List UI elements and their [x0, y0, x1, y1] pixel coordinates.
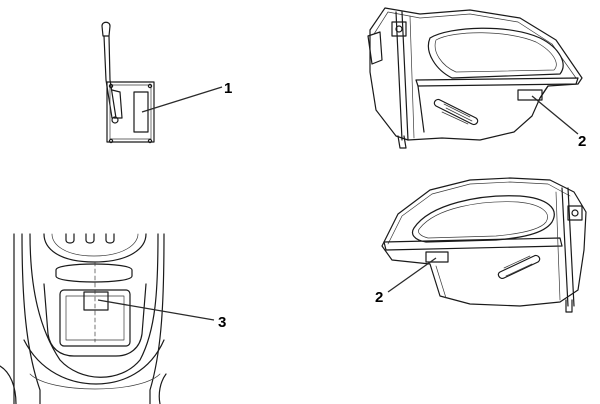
- cowl-arch: [43, 233, 147, 263]
- cowl-slot: [65, 233, 75, 244]
- lever-plate-detail: [101, 21, 155, 144]
- decal-area: [83, 291, 109, 311]
- cowl-outer-right: [149, 233, 165, 404]
- vent-rib: [441, 111, 469, 125]
- decal-area: [425, 251, 449, 263]
- lever-grip: [101, 21, 111, 37]
- bag-window-inner: [418, 201, 548, 239]
- decal-area: [517, 89, 543, 101]
- leader-line-2-bottom: [387, 257, 437, 293]
- callout-1: 1: [224, 80, 232, 97]
- leader-line-3: [97, 299, 215, 321]
- callout-3: 3: [218, 314, 226, 331]
- bag-outline: [381, 177, 587, 307]
- mount-hole: [147, 138, 153, 144]
- pivot-bolt: [111, 116, 119, 124]
- vent-rib: [505, 263, 533, 277]
- bag-side: [417, 85, 549, 133]
- vent-rib: [445, 107, 473, 122]
- support-leg: [565, 299, 573, 313]
- cowl-panel-outer: [43, 283, 147, 357]
- bag-top-edge: [373, 11, 577, 79]
- cowl-oval: [55, 263, 133, 283]
- cowl-outer-left: [21, 233, 41, 404]
- clamp-knob: [395, 25, 403, 33]
- frame-bar: [395, 11, 409, 141]
- mount-hole: [147, 83, 153, 89]
- bag-top-edge: [387, 181, 571, 245]
- vent-slot: [497, 254, 541, 279]
- bag-window-inner: [434, 32, 557, 73]
- rear-cowl-detail: [0, 233, 167, 404]
- callout-2-top: 2: [578, 133, 586, 150]
- cowl-bottom-edge: [29, 373, 161, 390]
- lever-bracket: [111, 89, 123, 119]
- cowl-lower-arc: [23, 339, 165, 385]
- handle-clamp: [391, 21, 407, 37]
- mount-hole: [108, 138, 114, 144]
- frame-bar: [561, 187, 575, 307]
- handle-clamp: [567, 205, 583, 221]
- clamp-knob: [571, 209, 579, 217]
- leader-line-1: [141, 86, 223, 113]
- frame-edge: [409, 15, 415, 139]
- bag-window: [411, 195, 555, 243]
- cowl-slot: [85, 233, 95, 244]
- bag-window: [427, 27, 564, 79]
- vent-rib: [503, 255, 531, 269]
- leader-line-2-top: [531, 95, 579, 135]
- wheel-right: [158, 373, 167, 404]
- side-flap: [367, 31, 383, 65]
- cowl-inner-shell: [29, 233, 159, 378]
- mount-hole: [108, 83, 114, 89]
- support-leg: [397, 135, 407, 149]
- grass-bag-bottom-detail: [381, 177, 587, 313]
- vent-slot: [433, 98, 479, 126]
- cowl-arch-inner: [51, 233, 139, 257]
- bag-rim: [383, 237, 563, 251]
- frame-edge: [555, 191, 561, 301]
- callout-2-bottom: 2: [375, 289, 383, 306]
- wheel-left: [0, 365, 17, 404]
- vent-rib: [443, 103, 471, 118]
- bag-rim: [415, 77, 579, 87]
- mounting-plate: [106, 81, 155, 143]
- plate-inner-edge: [109, 84, 152, 140]
- bag-side: [435, 265, 447, 299]
- cowl-slot: [105, 233, 115, 244]
- grass-bag-top-detail: [367, 7, 583, 149]
- decal-area: [133, 91, 149, 133]
